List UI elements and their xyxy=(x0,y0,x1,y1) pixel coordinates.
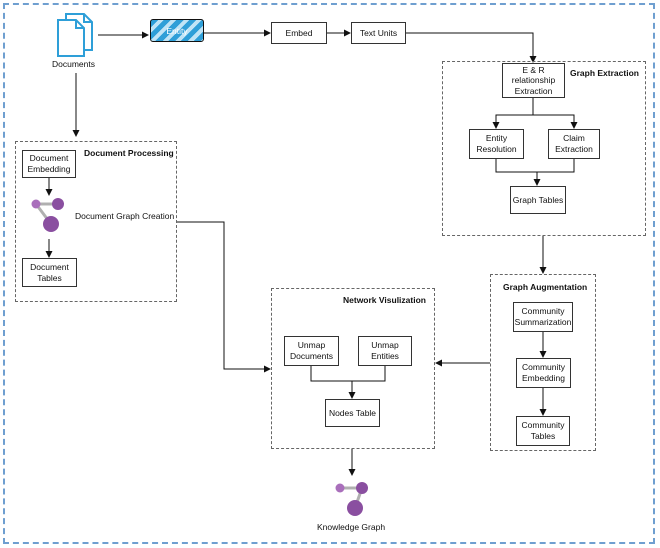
arrow-er-claim xyxy=(533,114,578,129)
knowledge-graph-icon xyxy=(335,482,368,516)
line-resolution-merge xyxy=(495,159,575,173)
document-graph-creation-label: Document Graph Creation xyxy=(75,211,175,221)
graph-augmentation-group xyxy=(490,274,596,451)
arrow-textunits-er xyxy=(406,32,537,63)
arrow-er-resolution xyxy=(492,98,534,129)
entity-resolution-node: Entity Resolution xyxy=(469,129,524,159)
community-tables-node: Community Tables xyxy=(516,416,570,446)
nodes-table-node: Nodes Table xyxy=(325,399,380,427)
graph-icon xyxy=(31,198,64,232)
document-embedding-node: Document Embedding xyxy=(22,150,76,178)
er-extraction-node: E & R relationship Extraction xyxy=(502,63,565,98)
graph-extraction-group xyxy=(442,61,646,236)
community-summarization-node: Community Summarization xyxy=(513,302,573,332)
network-visualization-title: Network Visulization xyxy=(343,295,426,305)
arrow-docgraph-networkviz xyxy=(177,221,271,373)
graph-extraction-title: Graph Extraction xyxy=(570,68,639,78)
diagram-frame xyxy=(3,3,655,544)
unmap-entities-node: Unmap Entities xyxy=(358,336,412,366)
embed-node: Embed xyxy=(271,22,327,44)
document-processing-title: Document Processing xyxy=(84,148,174,158)
knowledge-graph-label: Knowledge Graph xyxy=(317,522,386,532)
documents-label: Documents xyxy=(52,59,95,69)
documents-icon xyxy=(57,13,93,57)
community-embedding-node: Community Embedding xyxy=(516,358,571,388)
network-visualization-group xyxy=(271,288,435,449)
unmap-documents-node: Unmap Documents xyxy=(284,336,339,366)
graph-tables-node: Graph Tables xyxy=(510,186,566,214)
document-processing-group xyxy=(15,141,177,302)
claim-extraction-node: Claim Extraction xyxy=(548,129,600,159)
graph-augmentation-title: Graph Augmentation xyxy=(503,282,588,292)
text-units-node: Text Units xyxy=(351,22,406,44)
document-tables-node: Document Tables xyxy=(22,258,77,287)
entity-node: Entity xyxy=(150,19,204,42)
line-unmap-merge xyxy=(310,366,386,382)
